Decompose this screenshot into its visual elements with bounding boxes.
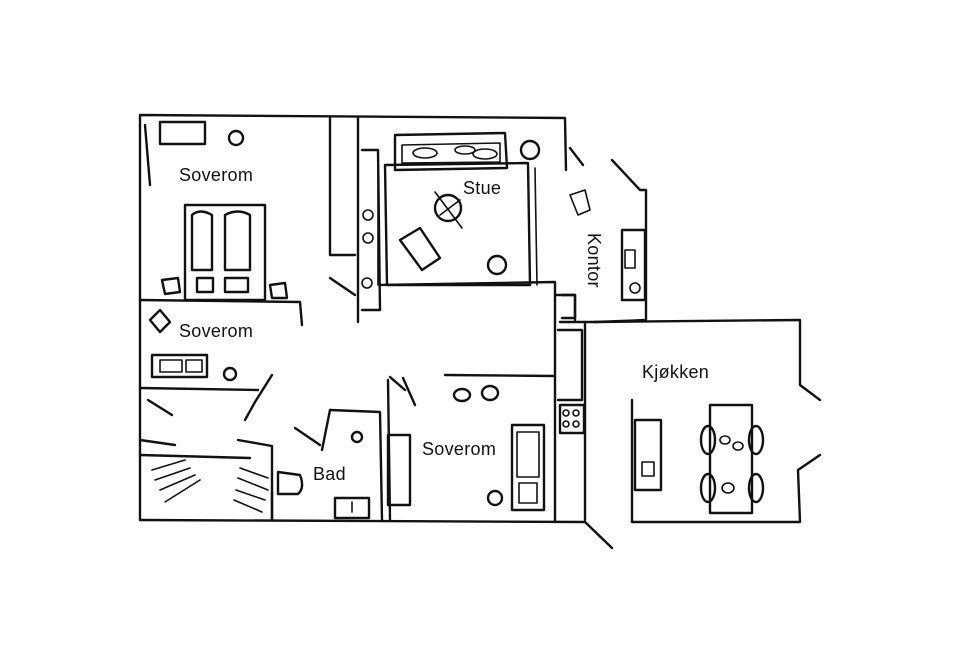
bathroom-furniture (276, 430, 371, 520)
room-label-bedroom-1: Soverom (179, 165, 253, 185)
staircase (138, 453, 269, 513)
room-label-kitchen: Kjøkken (642, 362, 709, 382)
room-label-office: Kontor (584, 233, 604, 288)
kitchen-furniture (556, 328, 765, 515)
office-furniture (560, 189, 647, 320)
room-label-bedroom-3: Soverom (422, 439, 496, 459)
room-label-bathroom: Bad (313, 464, 346, 484)
living-room-furniture (360, 131, 541, 312)
bedroom-3-furniture (386, 384, 546, 512)
room-label-bedroom-2: Soverom (179, 321, 253, 341)
bedroom-1-furniture (143, 120, 289, 302)
room-label-living-room: Stue (463, 178, 501, 198)
outer-walls (138, 113, 822, 550)
bedroom-2-furniture (148, 308, 238, 382)
